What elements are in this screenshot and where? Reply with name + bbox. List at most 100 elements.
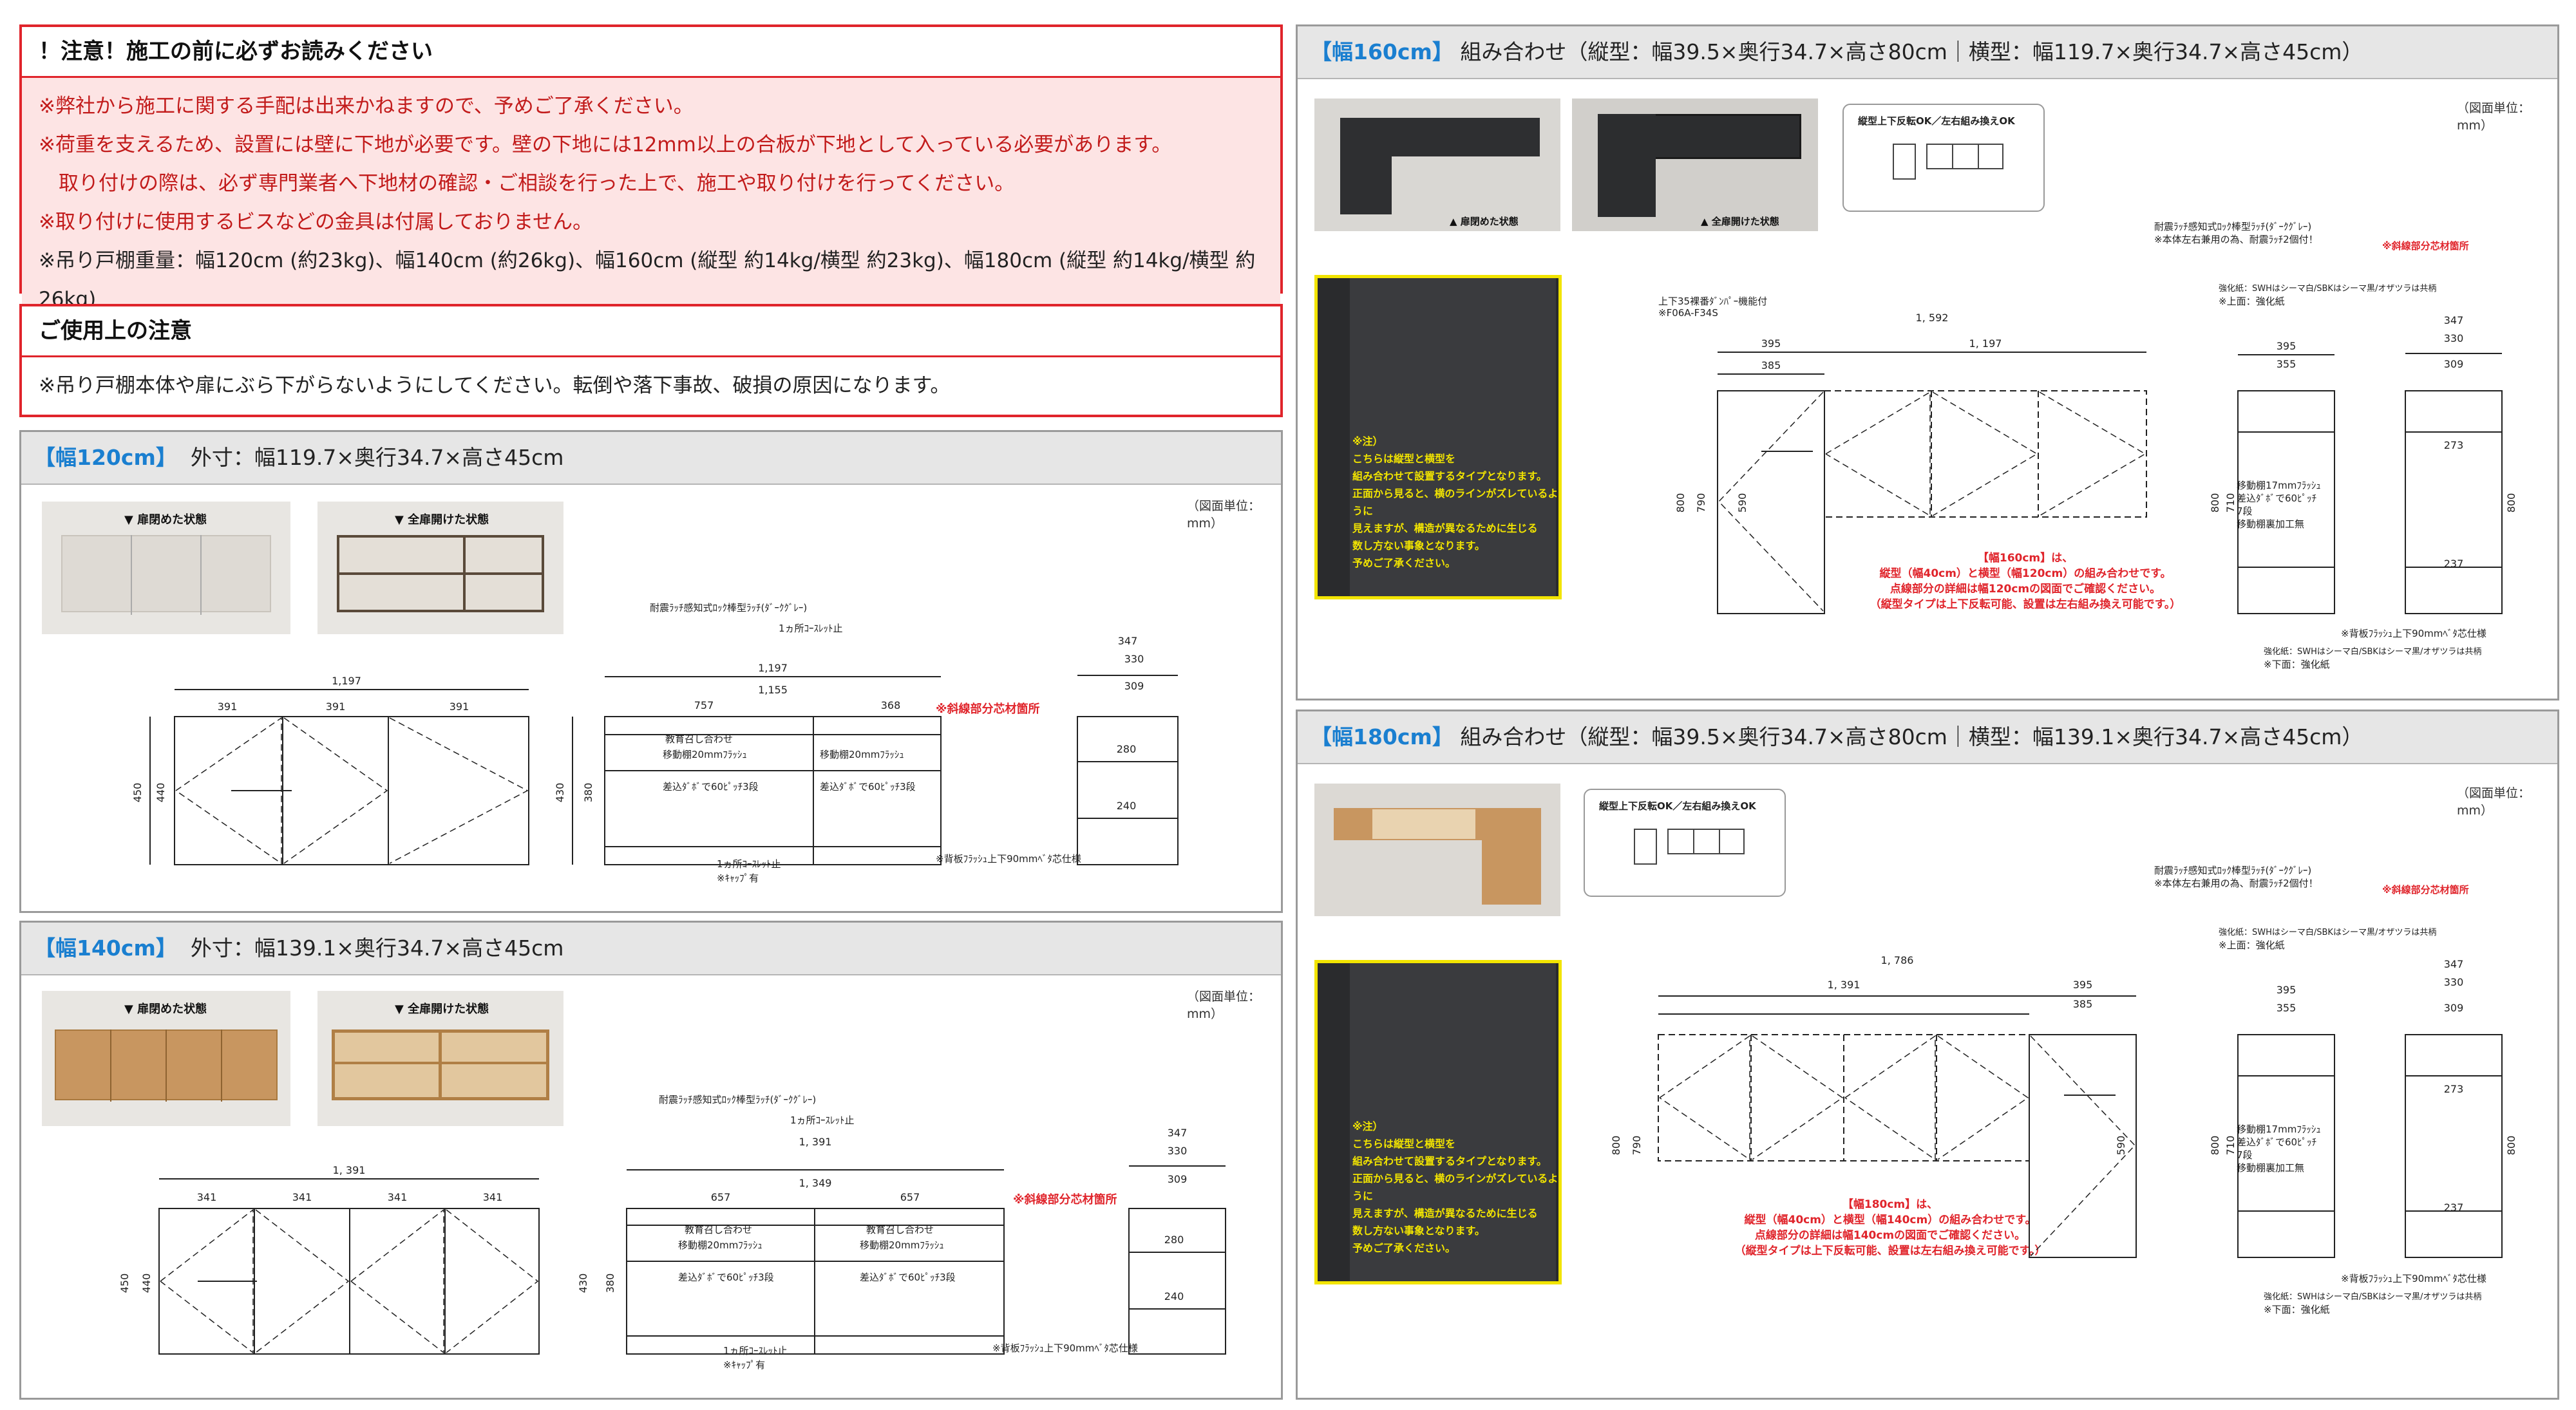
w160-shelf17d: 移動棚裏加工無 <box>2237 518 2305 530</box>
svg-text:309: 309 <box>1124 680 1144 692</box>
w160-hinge2: ※F06A-F34S <box>1658 307 1718 319</box>
svg-text:347: 347 <box>2444 314 2464 326</box>
w120-unit: （図面単位：mm） <box>1187 499 1261 531</box>
w140-corset-top: 1ヵ所ｺｰｽﾚｯﾄ止 <box>790 1114 855 1126</box>
w120-both: 教育召し合わせ <box>665 733 734 745</box>
w160-yellow-note: ※注） こちらは縦型と横型を 組み合わせて設置するタイプとなります。 正面から見… <box>1314 275 1562 599</box>
svg-text:657: 657 <box>900 1191 920 1203</box>
svg-text:430: 430 <box>554 783 566 803</box>
svg-text:330: 330 <box>2444 976 2464 988</box>
usage-notice-line: ※吊り戸棚本体や扉にぶら下がらないようにしてください。転倒や落下事故、破損の原因… <box>39 374 951 397</box>
w160-spec: 組み合わせ（縦型：幅39.5×奥行34.7×高さ80cm｜横型：幅119.7×奥… <box>1460 39 2363 64</box>
w120-back-note: ※背板ﾌﾗｯｼｭ上下90mmﾍﾞﾀ芯仕様 <box>936 853 1081 865</box>
svg-text:800: 800 <box>2209 1136 2221 1156</box>
w160-unit: （図面単位：mm） <box>2457 101 2531 133</box>
w180-photo <box>1314 784 1560 916</box>
w160-yellow-text: ※注） こちらは縦型と横型を 組み合わせて設置するタイプとなります。 正面から見… <box>1352 435 1558 569</box>
w160-shelf17: 移動棚17mmﾌﾗｯｼｭ <box>2237 480 2321 491</box>
svg-text:273: 273 <box>2444 439 2464 451</box>
w180-back: ※背板ﾌﾗｯｼｭ上下90mmﾍﾞﾀ芯仕様 <box>2341 1273 2486 1284</box>
svg-text:347: 347 <box>1118 635 1138 647</box>
w160-tag: 【幅160cm】 <box>1311 39 1454 64</box>
panel-w120-header: 【幅120cm】 外寸：幅119.7×奥行34.7×高さ45cm <box>21 432 1281 485</box>
w180-bottom-board: ※下面：強化紙 <box>2264 1304 2330 1315</box>
w140-both-l: 教育召し合わせ <box>685 1224 753 1236</box>
svg-text:757: 757 <box>694 699 714 711</box>
install-notice: ！注意！施工の前に必ずお読みください ※弊社から施工に関する手配は出来かねますの… <box>19 24 1283 328</box>
w160-hinge: 上下35裸番ﾀﾞﾝﾊﾟｰ機能付 <box>1658 296 1768 307</box>
svg-text:440: 440 <box>140 1274 153 1293</box>
svg-text:800: 800 <box>2505 1136 2517 1156</box>
svg-text:1,197: 1,197 <box>758 662 788 674</box>
notice-line-1: ※弊社から施工に関する手配は出来かねますので、予めご了承ください。 <box>39 95 694 118</box>
svg-text:440: 440 <box>155 783 167 803</box>
w120-dim-total: 1,197 <box>332 675 361 687</box>
w140-unit: （図面単位：mm） <box>1187 990 1261 1021</box>
svg-text:800: 800 <box>1610 1136 1622 1156</box>
w120-latch-label: 耐震ﾗｯﾁ感知式ﾛｯｸ棒型ﾗｯﾁ(ﾀﾞｰｸｸﾞﾚｰ) <box>650 602 808 614</box>
w140-drawing: 1, 391 341 341 341 341 1, 391 1, 349 657… <box>118 1127 1226 1355</box>
w160-latch: 耐震ﾗｯﾁ感知式ﾛｯｸ棒型ﾗｯﾁ(ﾀﾞｰｸｸﾞﾚｰ) <box>2154 221 2312 232</box>
svg-text:790: 790 <box>1695 493 1707 513</box>
w120-caption-closed: ▼ 扉閉めた状態 <box>124 513 207 527</box>
svg-text:657: 657 <box>711 1191 731 1203</box>
svg-text:273: 273 <box>2444 1083 2464 1095</box>
svg-text:450: 450 <box>131 783 144 803</box>
w140-shelf-r: 移動棚20mmﾌﾗｯｼｭ <box>860 1239 944 1251</box>
w180-shelf17: 移動棚17mmﾌﾗｯｼｭ <box>2237 1123 2321 1135</box>
w140-shelf-l: 移動棚20mmﾌﾗｯｼｭ <box>678 1239 762 1251</box>
w180-drawing: 1, 786 1, 391 395 385 395 355 347 330 30… <box>1610 954 2517 1258</box>
svg-text:1, 197: 1, 197 <box>1969 337 2002 350</box>
w160-caption-open: ▲ 全扉開けた状態 <box>1701 216 1779 227</box>
svg-text:280: 280 <box>1164 1234 1184 1246</box>
w180-latch: 耐震ﾗｯﾁ感知式ﾛｯｸ棒型ﾗｯﾁ(ﾀﾞｰｸｸﾞﾚｰ) <box>2154 865 2312 876</box>
w180-paper-bottom: 強化紙：SWHはシーマ白/SBKはシーマ黒/オザツラは共柄 <box>2264 1292 2482 1302</box>
w120-tag: 【幅120cm】 <box>34 445 177 470</box>
svg-text:1,155: 1,155 <box>758 684 788 696</box>
svg-text:237: 237 <box>2444 558 2464 570</box>
w120-spec: 外寸：幅119.7×奥行34.7×高さ45cm <box>190 445 564 470</box>
svg-text:1, 349: 1, 349 <box>799 1177 832 1189</box>
notice-line-4: ※取り付けに使用するビスなどの金具は付属しておりません。 <box>39 211 593 234</box>
w180-tag: 【幅180cm】 <box>1311 724 1454 749</box>
w180-shelf17b: 差込ﾀﾞﾎﾞで60ﾋﾟｯﾁ <box>2237 1136 2317 1148</box>
w120-dowel-l: 差込ﾀﾞﾎﾞで60ﾋﾟｯﾁ3段 <box>663 781 759 793</box>
svg-text:590: 590 <box>2115 1136 2127 1156</box>
w180-unit: （図面単位：mm） <box>2457 786 2531 818</box>
svg-text:391: 391 <box>218 700 238 713</box>
svg-text:385: 385 <box>2073 998 2093 1010</box>
w120-dowel-r: 差込ﾀﾞﾎﾞで60ﾋﾟｯﾁ3段 <box>820 781 916 793</box>
w160-paper-top: 強化紙：SWHはシーマ白/SBKはシーマ黒/オザツラは共柄 <box>2219 284 2437 294</box>
w120-cap-note: ※ｷｬｯﾌﾟ有 <box>717 872 759 884</box>
svg-text:309: 309 <box>2444 1002 2464 1014</box>
svg-text:341: 341 <box>388 1191 408 1203</box>
w160-red-note: 【幅160cm】は、 縦型（幅40cm）と横型（幅120cm）の組み合わせです。… <box>1870 552 2181 611</box>
w120-drawing: 1,197 391 391 391 1,197 1,155 757 368 34… <box>131 635 1179 865</box>
w160-paper-bottom: 強化紙：SWHはシーマ白/SBKはシーマ黒/オザツラは共柄 <box>2264 647 2482 657</box>
svg-text:341: 341 <box>483 1191 503 1203</box>
w160-latch2: ※本体左右兼用の為、耐震ﾗｯﾁ2個付！ <box>2154 234 2318 245</box>
svg-text:800: 800 <box>2209 493 2221 513</box>
w160-combo-box: 縦型上下反転OK／左右組み換えOK <box>1842 104 2045 212</box>
panel-w180: 【幅180cm】 組み合わせ（縦型：幅39.5×奥行34.7×高さ80cm｜横型… <box>1296 710 2559 1400</box>
w160-photo-closed: ▲ 扉閉めた状態 <box>1314 99 1560 231</box>
w140-photo-open: ▼ 全扉開けた状態 <box>317 991 564 1126</box>
svg-text:347: 347 <box>1168 1127 1188 1139</box>
w180-spec: 組み合わせ（縦型：幅39.5×奥行34.7×高さ80cm｜横型：幅139.1×奥… <box>1460 724 2363 749</box>
w180-yellow-note: ※注） こちらは縦型と横型を 組み合わせて設置するタイプとなります。 正面から見… <box>1314 960 1562 1284</box>
svg-text:347: 347 <box>2444 958 2464 970</box>
w160-caption-closed: ▲ 扉閉めた状態 <box>1450 216 1519 227</box>
w160-bottom-board: ※下面：強化紙 <box>2264 659 2330 670</box>
svg-text:385: 385 <box>1761 359 1781 371</box>
svg-text:395: 395 <box>1761 337 1781 350</box>
w120-shelf-r: 移動棚20mmﾌﾗｯｼｭ <box>820 749 904 760</box>
svg-text:790: 790 <box>1631 1136 1643 1156</box>
svg-text:330: 330 <box>1124 653 1144 665</box>
svg-text:330: 330 <box>2444 332 2464 344</box>
panel-w120: 【幅120cm】 外寸：幅119.7×奥行34.7×高さ45cm （図面単位：m… <box>19 430 1283 913</box>
w180-yellow-text: ※注） こちらは縦型と横型を 組み合わせて設置するタイプとなります。 正面から見… <box>1352 1120 1558 1254</box>
svg-text:710: 710 <box>2224 1136 2237 1156</box>
w140-dowel-r: 差込ﾀﾞﾎﾞで60ﾋﾟｯﾁ3段 <box>860 1272 956 1283</box>
svg-text:1, 391: 1, 391 <box>333 1164 366 1176</box>
svg-text:309: 309 <box>1168 1173 1188 1185</box>
